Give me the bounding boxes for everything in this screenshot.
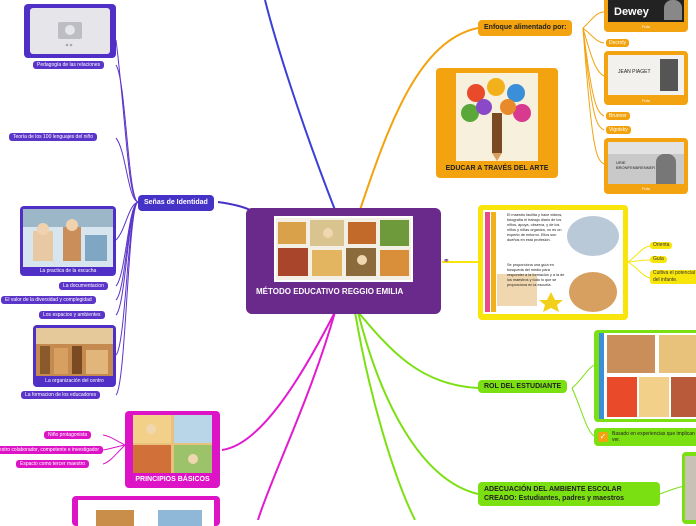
dewey-image: Dewey xyxy=(608,0,684,22)
piaget-name: JEAN PIAGET xyxy=(618,69,651,75)
basado-experiencias-item[interactable]: ✓ Basado en experiencias que implican ve… xyxy=(594,428,696,446)
principios-basicos-topic[interactable]: PRINCIPIOS BÁSICOS xyxy=(125,411,220,488)
decroly-item[interactable]: Decroly xyxy=(606,39,629,47)
dewey-name: Dewey xyxy=(614,6,649,18)
piaget-card[interactable]: JEAN PIAGET Foto xyxy=(604,51,688,105)
piaget-image: JEAN PIAGET xyxy=(608,55,684,95)
rol-estudiante-topic[interactable]: ROL DEL ESTUDIANTE xyxy=(478,380,568,393)
organizacion-centro-card[interactable]: La organización del centro xyxy=(33,325,116,387)
bronfenbrenner-image: URIE BRONFENBRENNER xyxy=(608,142,684,184)
cultiva-potencial-item[interactable]: Cultiva el potencial del infante. xyxy=(650,270,696,284)
maestro-text-2: Se proporciona una guía en búsqueda del … xyxy=(507,263,565,287)
enfoque-topic[interactable]: Enfoque alimentado por: xyxy=(478,20,573,36)
brunner-item[interactable]: Brunner xyxy=(606,112,630,120)
basado-experiencias-text: Basado en experiencias que implican ver. xyxy=(612,431,695,443)
bronfenbrenner-name: URIE BRONFENBRENNER xyxy=(616,160,656,170)
rol-estudiante-card[interactable] xyxy=(594,330,696,422)
espacio-tercer-maestro-item[interactable]: Espacio como tercer maestro xyxy=(16,460,90,468)
image-placeholder-card[interactable] xyxy=(24,4,116,58)
orienta-item[interactable]: Orienta xyxy=(650,242,673,249)
image-placeholder xyxy=(30,8,110,54)
central-topic[interactable]: MÉTODO EDUCATIVO REGGIO EMILIA xyxy=(246,208,441,314)
maestro-text-1: El maestro facilita y hace videos, fotog… xyxy=(507,213,563,242)
dewey-card[interactable]: Dewey Foto xyxy=(604,0,688,32)
nino-protagonista-item[interactable]: Niño protagonista xyxy=(44,431,92,439)
magenta-image-card[interactable] xyxy=(72,496,220,526)
piaget-foto-label: Foto xyxy=(641,98,650,103)
valor-diversidad-item[interactable]: El valor de la diversidad y complegidad xyxy=(1,296,96,304)
documentacion-item[interactable]: La documentacion xyxy=(59,282,108,290)
espacios-ambientes-item[interactable]: Los espacios y ambientes xyxy=(39,311,105,319)
checkmark-icon: ✓ xyxy=(598,432,608,442)
magenta-card-image xyxy=(78,500,214,526)
educar-arte-label: EDUCAR A TRAVÉS DEL ARTE xyxy=(445,165,549,172)
pedagogia-relaciones-item[interactable]: Pedagogía de las relaciones xyxy=(33,61,105,69)
educar-arte-topic[interactable]: EDUCAR A TRAVÉS DEL ARTE xyxy=(436,68,558,178)
guia-item[interactable]: Guía xyxy=(650,256,667,263)
camera-icon xyxy=(58,22,82,47)
link-icon[interactable]: ⚭ xyxy=(443,256,450,265)
rol-maestro-image: El maestro facilita y hace videos, fotog… xyxy=(483,210,623,314)
central-collage-image xyxy=(274,216,413,282)
adecuacion-ambiente-topic[interactable]: ADECUACIÓN DEL AMBIENTE ESCOLAR CREADO: … xyxy=(478,482,660,506)
maestro-colaborador-item[interactable]: Maestro colaborador, competente e invest… xyxy=(0,446,103,454)
bronfenbrenner-foto-label: Foto xyxy=(641,186,650,191)
teoria-lenguajes-item[interactable]: Teoría de los 100 lenguajes del niño xyxy=(9,133,98,141)
principios-basicos-label: PRINCIPIOS BÁSICOS xyxy=(135,476,210,483)
art-tree-image xyxy=(456,73,538,161)
green-image-card[interactable] xyxy=(682,452,696,524)
practica-escucha-card[interactable]: La practica de la escucha xyxy=(20,206,116,276)
bronfenbrenner-card[interactable]: URIE BRONFENBRENNER Foto xyxy=(604,138,688,194)
practica-escucha-image xyxy=(23,209,113,267)
senas-identidad-topic[interactable]: Señas de Identidad xyxy=(138,195,214,211)
central-title: MÉTODO EDUCATIVO REGGIO EMILIA xyxy=(256,287,404,296)
practica-escucha-label: La practica de la escucha xyxy=(39,268,97,274)
rol-estudiante-image xyxy=(599,333,696,419)
organizacion-centro-label: La organización del centro xyxy=(45,378,104,384)
dewey-foto-label: Foto xyxy=(641,24,650,29)
green-card-image xyxy=(685,456,696,520)
principios-basicos-image xyxy=(133,415,212,473)
organizacion-centro-image xyxy=(36,328,113,376)
formacion-educadores-item[interactable]: La formacion de los educadores xyxy=(21,391,101,399)
vigotsky-item[interactable]: Vigotsky xyxy=(606,126,631,134)
rol-maestro-card[interactable]: El maestro facilita y hace videos, fotog… xyxy=(478,205,628,320)
